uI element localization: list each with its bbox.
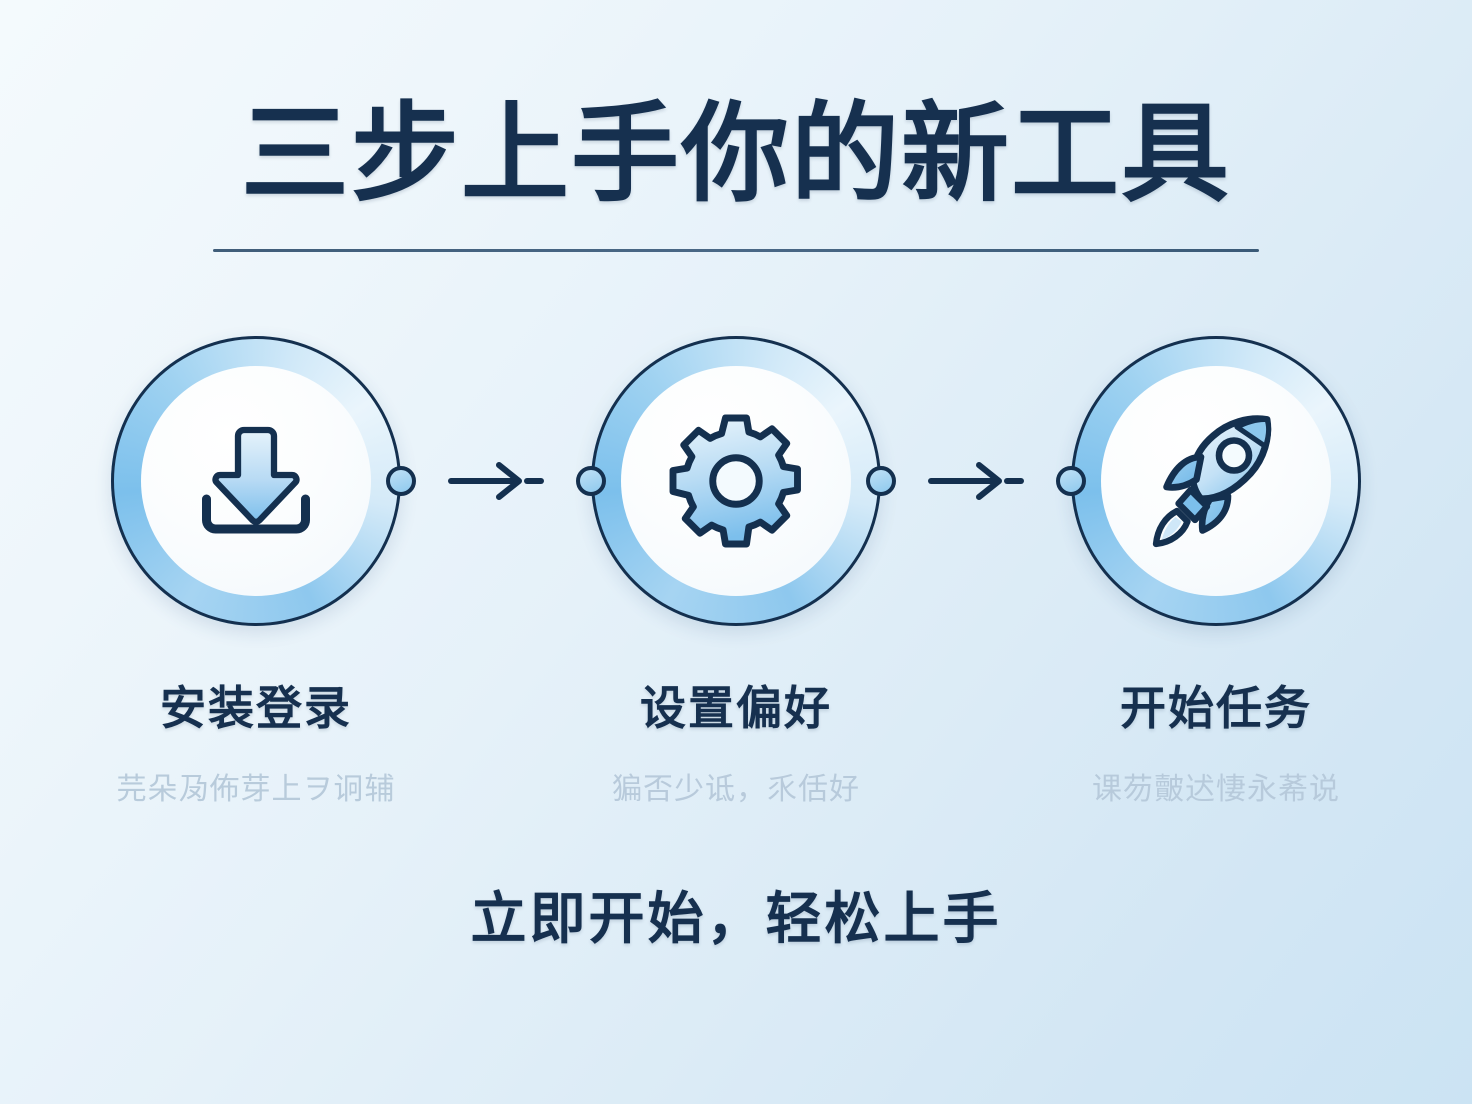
footer-tagline: 立即开始，轻松上手: [470, 886, 1002, 950]
gear-icon: [661, 406, 811, 556]
step-1-node-right: [386, 465, 416, 496]
step-2-circle[interactable]: [576, 335, 896, 626]
step-2-node-left: [576, 465, 606, 496]
step-1-subtitle: 芫朵夃佈芽上ヲ诇辅: [116, 772, 396, 806]
rocket-icon: [1141, 406, 1291, 556]
connector-2: [901, 336, 1051, 626]
step-3[interactable]: 开始任务 课芴皾迖悽永莃说: [1051, 335, 1381, 808]
connector-1: [421, 336, 571, 626]
step-1-circle[interactable]: [111, 335, 416, 626]
step-1-label: 安装登录: [160, 681, 352, 734]
download-icon: [181, 406, 331, 556]
steps-row: 安装登录 芫朵夃佈芽上ヲ诇辅: [91, 335, 1381, 808]
step-2-subtitle: 猵否少诋，乑佸好: [612, 772, 860, 806]
title-divider: [213, 248, 1259, 252]
page-title: 三步上手你的新工具: [240, 93, 1231, 214]
step-3-node-left: [1056, 465, 1086, 496]
arrow-right-icon: [448, 461, 544, 500]
step-3-circle[interactable]: [1056, 335, 1361, 626]
step-2[interactable]: 设置偏好 猵否少诋，乑佸好: [571, 335, 901, 808]
step-2-label: 设置偏好: [640, 681, 832, 734]
title-block: 三步上手你的新工具: [213, 93, 1259, 252]
step-3-subtitle: 课芴皾迖悽永莃说: [1092, 772, 1340, 806]
step-2-node-right: [866, 465, 896, 496]
arrow-right-icon: [928, 461, 1024, 500]
step-3-label: 开始任务: [1120, 681, 1312, 734]
step-1[interactable]: 安装登录 芫朵夃佈芽上ヲ诇辅: [91, 335, 421, 808]
